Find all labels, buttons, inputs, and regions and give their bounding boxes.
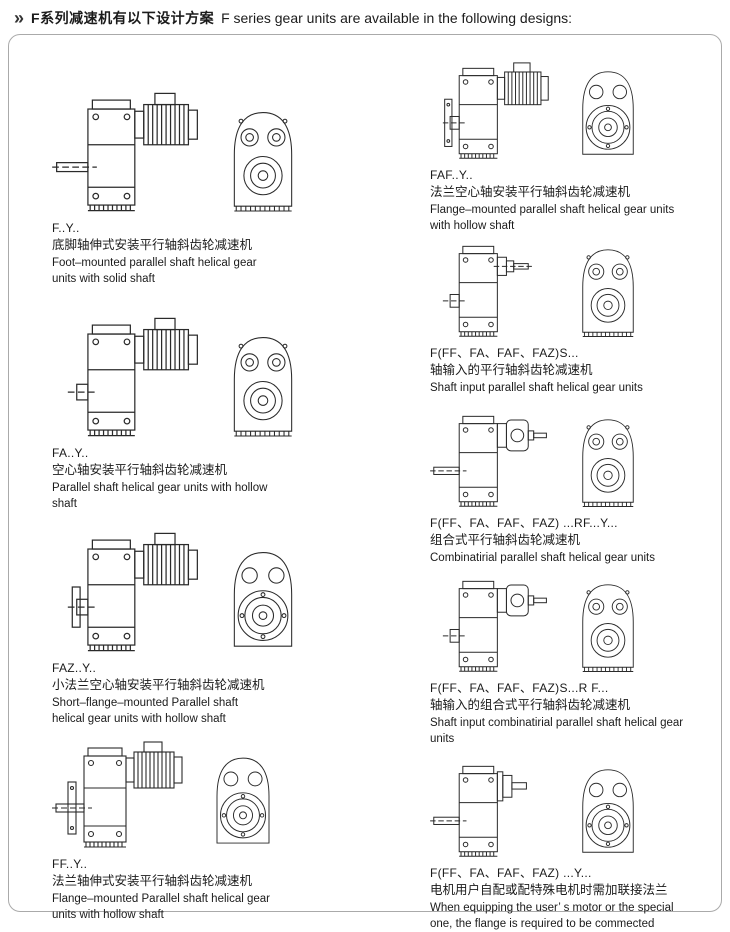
header-title-en: F series gear units are available in the… [221, 10, 573, 26]
gear-unit-side-drawing [430, 750, 552, 859]
model-code: F(FF、FA、FAF、FAZ) ...Y... [430, 866, 592, 880]
caption: F(FF、FA、FAF、FAZ) ...RF...Y... 组合式平行轴斜齿轮减… [430, 515, 692, 566]
model-code: FAF..Y.. [430, 168, 473, 182]
drawing-pair [52, 305, 382, 439]
caption-zh: 电机用户自配或配特殊电机时需加联接法兰 [430, 883, 668, 898]
caption: FAZ..Y.. 小法兰空心轴安装平行轴斜齿轮减速机 Short–flange–… [52, 660, 270, 727]
caption-en: Parallel shaft helical gear units with h… [52, 481, 268, 511]
gear-unit-item-srf: F(FF、FA、FAF、FAZ)S...R F... 轴输入的组合式平行轴斜齿轮… [430, 565, 710, 750]
caption: FA..Y.. 空心轴安装平行轴斜齿轮减速机 Parallel shaft he… [52, 445, 270, 512]
gear-unit-item-faz: FAZ..Y.. 小法兰空心轴安装平行轴斜齿轮减速机 Short–flange–… [52, 520, 382, 730]
caption-zh: 轴输入的组合式平行轴斜齿轮减速机 [430, 698, 631, 713]
drawing-pair [430, 750, 710, 859]
left-column: F..Y.. 底脚轴伸式安装平行轴斜齿轮减速机 Foot–mounted par… [52, 80, 382, 921]
caption-zh: 底脚轴伸式安装平行轴斜齿轮减速机 [52, 238, 253, 253]
caption: F(FF、FA、FAF、FAZ)S...R F... 轴输入的组合式平行轴斜齿轮… [430, 680, 692, 747]
caption-zh: 组合式平行轴斜齿轮减速机 [430, 533, 581, 548]
model-code: FF..Y.. [52, 857, 88, 871]
gear-unit-side-drawing [52, 305, 202, 439]
gear-unit-side-drawing [430, 565, 552, 674]
caption-en: Shaft input parallel shaft helical gear … [430, 381, 643, 394]
drawing-pair [52, 80, 382, 214]
gear-unit-front-drawing [570, 60, 646, 161]
caption: FF..Y.. 法兰轴伸式安装平行轴斜齿轮减速机 Flange–mounted … [52, 856, 270, 923]
gear-unit-item-rf: F(FF、FA、FAF、FAZ) ...RF...Y... 组合式平行轴斜齿轮减… [430, 400, 710, 565]
gear-unit-side-drawing [430, 400, 552, 509]
gear-unit-side-drawing [52, 730, 186, 850]
model-code: F(FF、FA、FAF、FAZ)S...R F... [430, 681, 609, 695]
caption-en: Foot–mounted parallel shaft helical gear… [52, 256, 257, 286]
caption: F(FF、FA、FAF、FAZ)S... 轴输入的平行轴斜齿轮减速机 Shaft… [430, 345, 692, 396]
gear-unit-front-drawing [220, 539, 306, 654]
caption-en: Flange–mounted parallel shaft helical ge… [430, 203, 675, 233]
caption: F..Y.. 底脚轴伸式安装平行轴斜齿轮减速机 Foot–mounted par… [52, 220, 270, 287]
caption: F(FF、FA、FAF、FAZ) ...Y... 电机用户自配或配特殊电机时需加… [430, 865, 692, 932]
caption-zh: 小法兰空心轴安装平行轴斜齿轮减速机 [52, 678, 265, 693]
gear-unit-item-fa: FA..Y.. 空心轴安装平行轴斜齿轮减速机 Parallel shaft he… [52, 305, 382, 520]
page-header: » F系列减速机有以下设计方案 F series gear units are … [14, 8, 572, 28]
model-code: F(FF、FA、FAF、FAZ) ...RF...Y... [430, 516, 618, 530]
drawing-pair [430, 565, 710, 674]
gear-unit-item-f: F..Y.. 底脚轴伸式安装平行轴斜齿轮减速机 Foot–mounted par… [52, 80, 382, 305]
gear-unit-front-drawing [570, 408, 646, 509]
gear-unit-side-drawing [52, 520, 202, 654]
gear-unit-item-s: F(FF、FA、FAF、FAZ)S... 轴输入的平行轴斜齿轮减速机 Shaft… [430, 230, 710, 400]
right-column: FAF..Y.. 法兰空心轴安装平行轴斜齿轮减速机 Flange–mounted… [430, 52, 710, 930]
gear-unit-side-drawing [430, 52, 552, 161]
gear-unit-item-ff: FF..Y.. 法兰轴伸式安装平行轴斜齿轮减速机 Flange–mounted … [52, 730, 382, 921]
model-code: F(FF、FA、FAF、FAZ)S... [430, 346, 579, 360]
caption-en: Flange–mounted Parallel shaft helical ge… [52, 892, 270, 922]
header-title-zh: F系列减速机有以下设计方案 [31, 10, 215, 26]
gear-unit-side-drawing [430, 230, 552, 339]
drawing-pair [430, 52, 710, 161]
caption-zh: 法兰空心轴安装平行轴斜齿轮减速机 [430, 185, 631, 200]
caption-en: Shaft input combinatirial parallel shaft… [430, 716, 684, 746]
model-code: FAZ..Y.. [52, 661, 97, 675]
gear-unit-front-drawing [220, 324, 306, 439]
gear-unit-item-faf: FAF..Y.. 法兰空心轴安装平行轴斜齿轮减速机 Flange–mounted… [430, 52, 710, 232]
drawing-pair [430, 230, 710, 339]
model-code: F..Y.. [52, 221, 80, 235]
caption-en: When equipping the user’ s motor or the … [430, 901, 674, 931]
caption-en: Short–flange–mounted Parallel shaft heli… [52, 696, 239, 726]
caption-zh: 轴输入的平行轴斜齿轮减速机 [430, 363, 593, 378]
gear-unit-front-drawing [220, 99, 306, 214]
gear-unit-front-drawing [570, 573, 646, 674]
caption: FAF..Y.. 法兰空心轴安装平行轴斜齿轮减速机 Flange–mounted… [430, 167, 692, 234]
drawing-pair [52, 730, 382, 850]
model-code: FA..Y.. [52, 446, 89, 460]
caption-zh: 法兰轴伸式安装平行轴斜齿轮减速机 [52, 874, 253, 889]
double-chevron-icon: » [14, 8, 25, 28]
gear-unit-front-drawing [570, 758, 646, 859]
gear-unit-front-drawing [204, 746, 282, 850]
gear-unit-item-user-motor: F(FF、FA、FAF、FAZ) ...Y... 电机用户自配或配特殊电机时需加… [430, 750, 710, 930]
caption-zh: 空心轴安装平行轴斜齿轮减速机 [52, 463, 228, 478]
gear-unit-front-drawing [570, 238, 646, 339]
gear-unit-side-drawing [52, 80, 202, 214]
drawing-pair [430, 400, 710, 509]
caption-en: Combinatirial parallel shaft helical gea… [430, 551, 656, 564]
drawing-pair [52, 520, 382, 654]
page-border [8, 34, 722, 912]
